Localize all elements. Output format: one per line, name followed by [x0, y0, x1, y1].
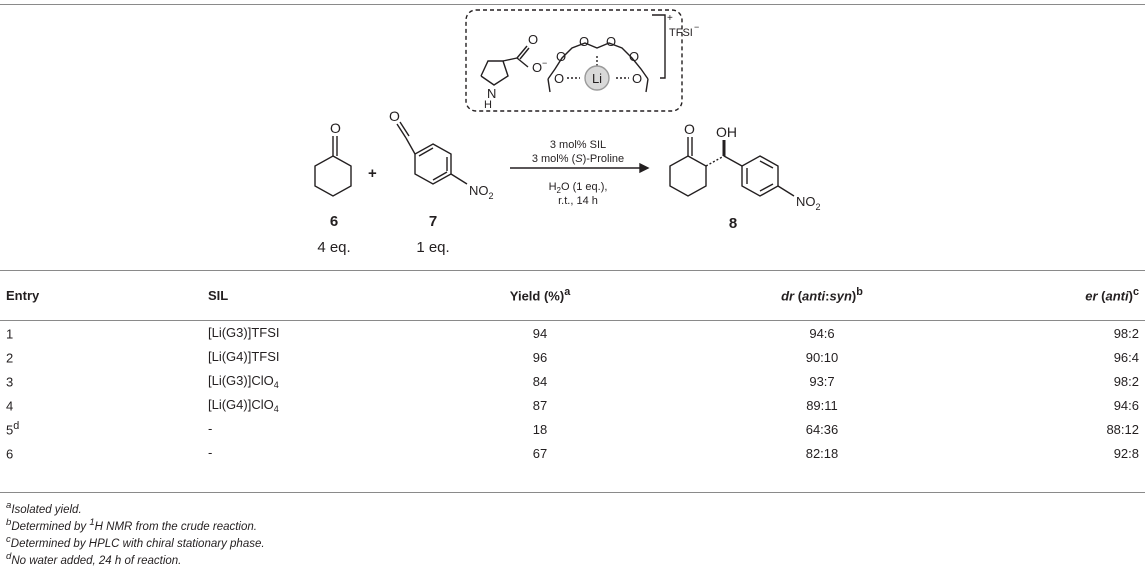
top-rule — [0, 4, 1145, 5]
crown-oxygen-5: O — [554, 71, 564, 86]
reactant-7-nitro: NO2 — [469, 183, 494, 201]
proline-nitrogen: N — [487, 86, 496, 101]
dr-cell: 89:11 — [806, 397, 838, 413]
sil-cell: - — [208, 420, 213, 436]
compound-7-equiv: 1 eq. — [416, 239, 449, 256]
dr-cell: 82:18 — [805, 445, 839, 461]
er-cell: 92:8 — [1113, 445, 1139, 461]
sil-cell: [Li(G3)]ClO4 — [208, 372, 279, 390]
col-header-er: er (anti)c — [1085, 286, 1139, 304]
yield-cell: 94 — [532, 325, 548, 341]
yield-cell: 87 — [532, 397, 548, 413]
product-aryl-ring — [741, 155, 779, 197]
dr-cell: 64:36 — [805, 421, 839, 437]
yield-cell: 67 — [532, 445, 548, 461]
crown-oxygen-2: O — [629, 49, 639, 64]
dr-cell: 90:10 — [805, 349, 839, 365]
er-cell: 88:12 — [1106, 421, 1139, 437]
col-header-yield: Yield (%)a — [509, 286, 571, 304]
er-cell: 94:6 — [1113, 397, 1139, 413]
compound-6-equiv: 4 eq. — [317, 239, 350, 256]
dr-cell: 94:6 — [809, 325, 835, 341]
er-cell: 98:2 — [1113, 373, 1139, 389]
header-row: Entry SIL Yield (%)a dr (anti:syn)b er (… — [0, 270, 1145, 321]
crown-oxygen-4: O — [606, 34, 616, 49]
table-row: 4 [Li(G4)]ClO4 87 89:11 94:6 — [0, 393, 1145, 417]
tfsi-minus: − — [694, 22, 699, 32]
condition-water: H2O (1 eq.), — [549, 181, 608, 195]
col-header-entry: Entry — [6, 287, 40, 303]
sil-cell: [Li(G4)]TFSI — [208, 348, 280, 364]
carboxylate-minus: − — [542, 58, 547, 68]
yield-cell: 84 — [532, 373, 548, 389]
table-row: 5d - 18 64:36 88:12 — [0, 417, 1145, 441]
dr-cell: 93:7 — [809, 373, 835, 389]
glyme-chain — [547, 42, 649, 80]
product-cyclohexanone-ring — [669, 155, 707, 197]
proline-ring — [480, 60, 509, 86]
table-bottom-rule — [0, 492, 1145, 493]
crown-oxygen-1: O — [556, 49, 566, 64]
footnote-b: bDetermined by 1H NMR from the crude rea… — [6, 517, 257, 533]
proline-carboxylate-oxygen: O — [532, 60, 542, 75]
entry-cell: 3 — [6, 374, 14, 390]
compound-7-label: 7 — [429, 213, 437, 230]
product-hydroxyl: OH — [716, 124, 737, 140]
cation-plus: + — [667, 13, 673, 24]
table-row: 1 [Li(G3)]TFSI 94 94:6 98:2 — [0, 321, 1145, 345]
proline-carbonyl-oxygen: O — [528, 32, 538, 47]
lithium-ion-circle — [584, 65, 610, 91]
plus-sign: + — [368, 165, 377, 182]
footnote-c: cDetermined by HPLC with chiral stationa… — [6, 534, 265, 550]
footnote-a: aIsolated yield. — [6, 500, 82, 516]
table-row: 2 [Li(G4)]TFSI 96 90:10 96:4 — [0, 345, 1145, 369]
compound-8-label: 8 — [729, 215, 737, 232]
condition-proline: 3 mol% (S)-Proline — [532, 153, 624, 165]
sil-cell: [Li(G4)]ClO4 — [208, 396, 279, 414]
crown-oxygen-3: O — [579, 34, 589, 49]
proline-nh-hydrogen: H — [484, 99, 492, 111]
er-cell: 98:2 — [1113, 325, 1139, 341]
reactant-7-oxygen: O — [389, 108, 400, 124]
compound-6-label: 6 — [330, 213, 338, 230]
benzaldehyde-ring — [414, 143, 452, 185]
entry-cell: 1 — [6, 326, 14, 342]
entry-cell: 5d — [6, 420, 20, 438]
catalyst-box — [465, 9, 683, 112]
er-cell: 96:4 — [1113, 349, 1139, 365]
entry-cell: 2 — [6, 350, 14, 366]
condition-time: r.t., 14 h — [558, 195, 598, 207]
entry-cell: 4 — [6, 398, 14, 414]
results-table: Entry SIL Yield (%)a dr (anti:syn)b er (… — [0, 270, 1145, 465]
yield-cell: 18 — [532, 421, 548, 437]
cyclohexanone-ring — [314, 155, 352, 197]
yield-cell: 96 — [532, 349, 548, 365]
tfsi-label: TFSI — [669, 27, 693, 39]
reactant-6-oxygen: O — [330, 120, 341, 136]
sil-cell: [Li(G3)]TFSI — [208, 324, 280, 340]
lithium-label: Li — [592, 71, 602, 86]
entry-cell: 6 — [6, 446, 14, 462]
table-row: 3 [Li(G3)]ClO4 84 93:7 98:2 — [0, 369, 1145, 393]
col-header-sil: SIL — [208, 287, 229, 303]
col-header-dr: dr (anti:syn)b — [781, 286, 863, 304]
crown-oxygen-6: O — [632, 71, 642, 86]
table-row: 6 - 67 82:18 92:8 — [0, 441, 1145, 465]
condition-sil: 3 mol% SIL — [550, 139, 606, 151]
product-nitro: NO2 — [796, 194, 821, 212]
sil-cell: - — [208, 444, 213, 460]
reaction-scheme: O O O O O O Li O O − N H + TFSI − O + O … — [314, 9, 821, 256]
product-ketone-oxygen: O — [684, 121, 695, 137]
footnote-d: dNo water added, 24 h of reaction. — [6, 551, 182, 567]
scheme-bottom-rule — [0, 270, 1145, 271]
